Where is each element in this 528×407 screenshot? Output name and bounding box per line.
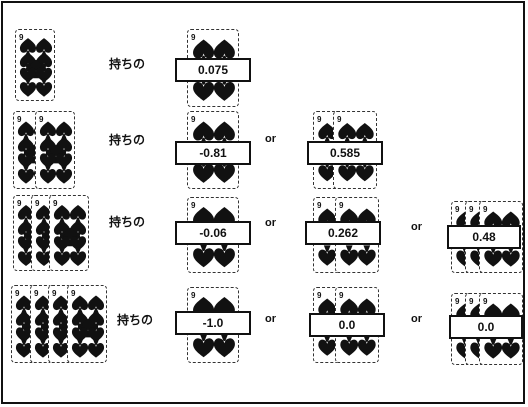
card-rank: 9	[191, 115, 196, 124]
spade-icon	[54, 248, 70, 266]
hand-stack-3: 9 9 9	[13, 195, 89, 271]
card-rank: 9	[483, 297, 488, 306]
card-rank: 9	[34, 289, 39, 298]
spade-icon	[70, 248, 86, 266]
spade-icon	[193, 333, 214, 357]
card-rank: 9	[455, 205, 460, 214]
spade-icon	[214, 243, 235, 267]
card-rank: 9	[191, 33, 196, 42]
value-box: 0.075	[175, 58, 251, 82]
card-rank: 9	[191, 201, 196, 210]
spade-icon	[358, 245, 376, 265]
spade-icon	[340, 335, 358, 355]
or-label: or	[411, 221, 422, 233]
value-box: 0.48	[447, 225, 521, 249]
playing-card: 9	[49, 195, 89, 271]
spade-icon	[88, 339, 104, 357]
spade-icon	[36, 78, 52, 96]
spade-icon	[18, 165, 34, 183]
spade-icon	[502, 246, 520, 266]
spade-icon	[340, 245, 358, 265]
or-label: or	[265, 133, 276, 145]
card-rank: 9	[17, 199, 22, 208]
spade-icon	[56, 165, 72, 183]
card-rank: 9	[53, 199, 58, 208]
card-rank: 9	[52, 289, 57, 298]
playing-card: 9	[67, 285, 107, 363]
or-label: or	[265, 313, 276, 325]
spade-icon	[20, 78, 36, 96]
spade-icon	[193, 243, 214, 267]
card-rank: 9	[483, 205, 488, 214]
card-rank: 9	[337, 115, 342, 124]
card-rank: 9	[469, 297, 474, 306]
value-box: -1.0	[175, 311, 251, 335]
card-rank: 9	[317, 115, 322, 124]
spade-icon	[318, 335, 336, 355]
row-label: 持ちの	[109, 213, 145, 230]
card-rank: 9	[469, 205, 474, 214]
card-rank: 9	[15, 289, 20, 298]
card-rank: 9	[191, 291, 196, 300]
hand-stack-1: 9	[15, 29, 57, 101]
spade-icon	[502, 338, 520, 358]
spade-icon	[318, 245, 336, 265]
card-rank: 9	[317, 201, 322, 210]
value-box: -0.06	[175, 221, 251, 245]
card-rank: 9	[455, 297, 460, 306]
spade-icon	[358, 335, 376, 355]
value-box: 0.0	[449, 315, 523, 339]
value-box: -0.81	[175, 141, 251, 165]
card-rank: 9	[339, 201, 344, 210]
spade-icon	[40, 165, 56, 183]
card-rank: 9	[339, 291, 344, 300]
card-rank: 9	[39, 115, 44, 124]
or-label: or	[265, 217, 276, 229]
row-label: 持ちの	[117, 311, 153, 328]
row-label: 持ちの	[109, 131, 145, 148]
spade-icon	[484, 338, 502, 358]
playing-card: 9	[15, 29, 55, 101]
card-rank: 9	[71, 289, 76, 298]
hand-stack-4: 9 9 9 9	[11, 285, 107, 363]
value-box: 0.0	[309, 313, 385, 337]
spade-icon	[72, 339, 88, 357]
card-rank: 9	[19, 33, 24, 42]
spade-icon	[484, 246, 502, 266]
spade-icon	[214, 333, 235, 357]
card-rank: 9	[35, 199, 40, 208]
row-label: 持ちの	[109, 55, 145, 72]
playing-card: 9	[35, 111, 75, 189]
or-label: or	[411, 313, 422, 325]
value-box: 0.262	[305, 221, 381, 245]
card-rank: 9	[17, 115, 22, 124]
card-rank: 9	[317, 291, 322, 300]
value-box: 0.585	[307, 141, 383, 165]
